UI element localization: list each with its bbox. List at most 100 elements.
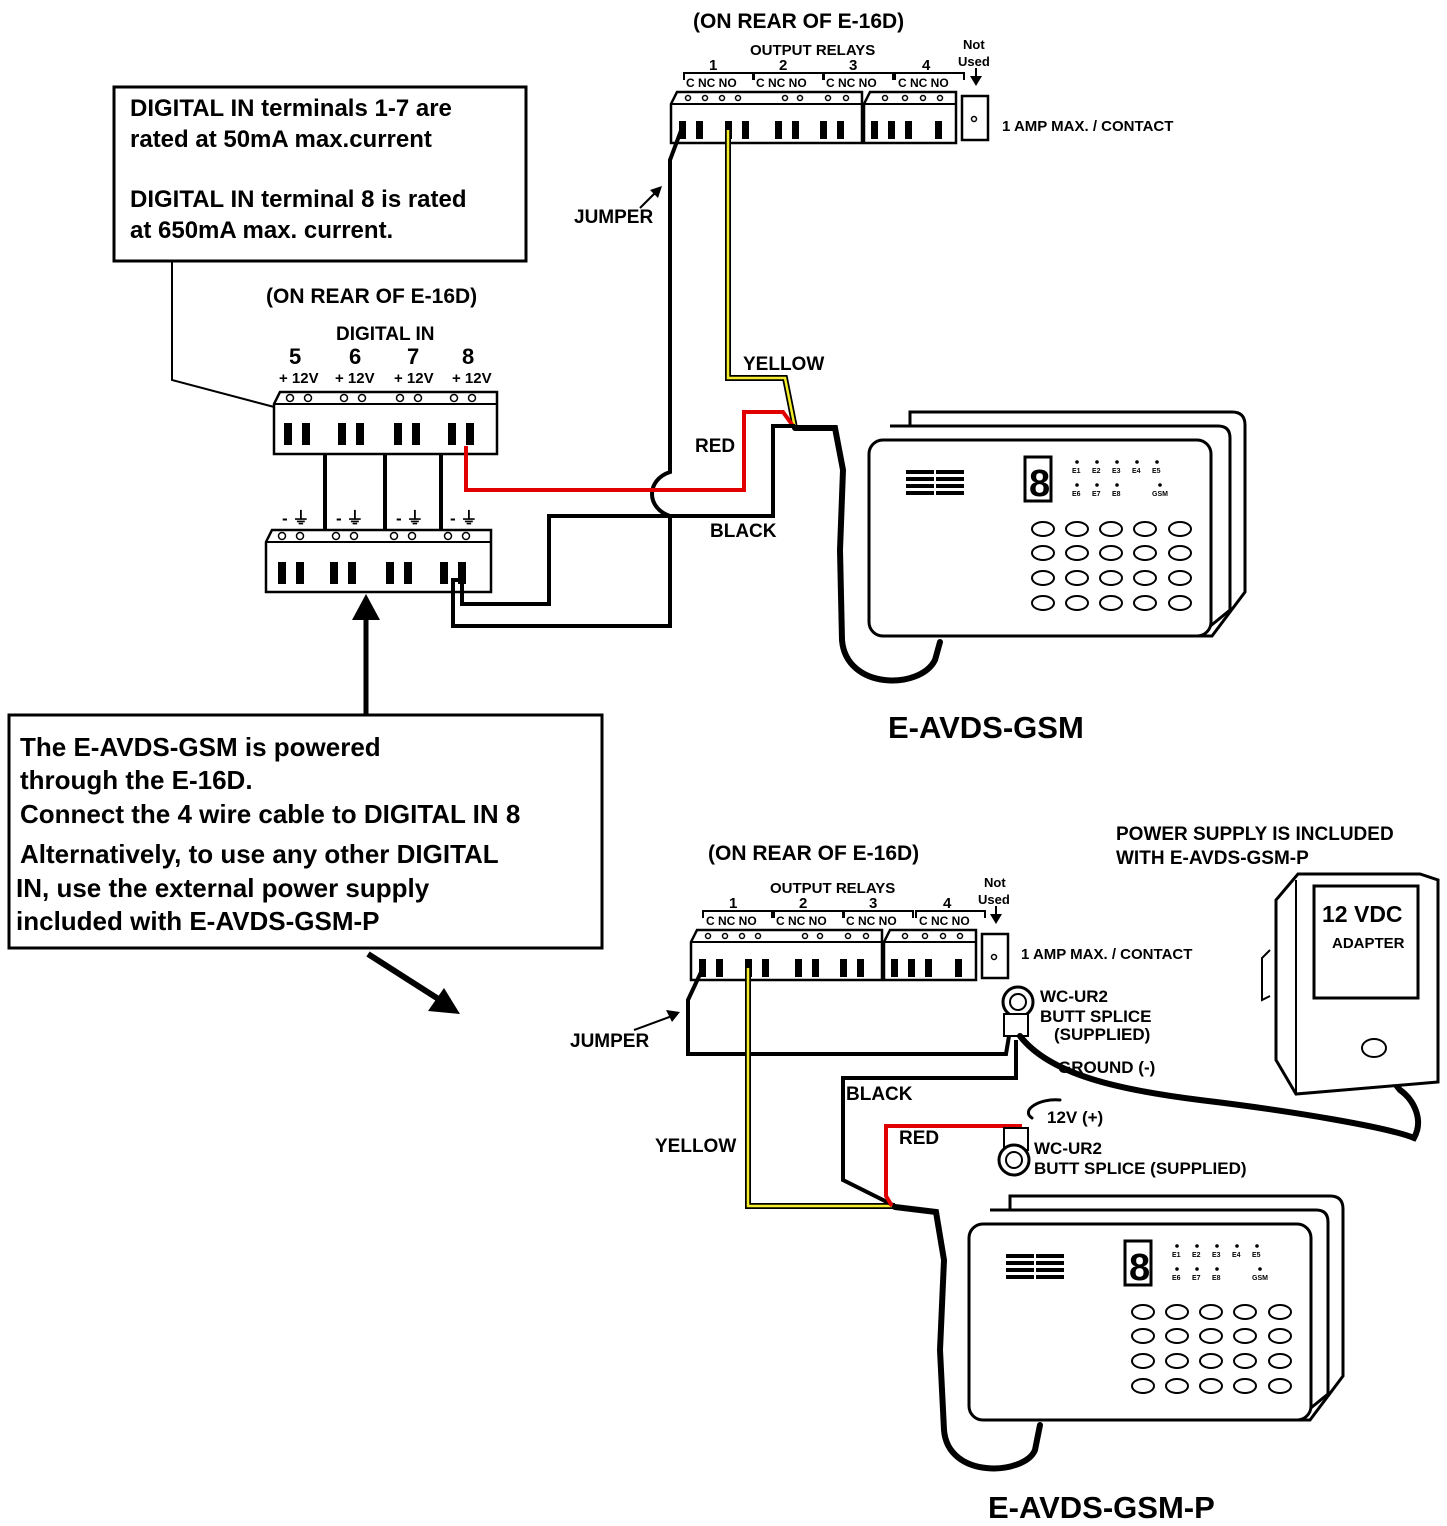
ground-cable	[1017, 1033, 1421, 1142]
jumper-label-top: JUMPER	[574, 207, 653, 228]
butt-splice-lower	[997, 1127, 1031, 1177]
digit-readout: 8	[1029, 463, 1050, 505]
digital-in-pin-labels: + 12V + 12V + 12V + 12V	[279, 370, 492, 387]
relay-contact-label: C NC NO	[919, 914, 970, 928]
power-supply-note: POWER SUPPLY IS INCLUDED	[1116, 824, 1394, 845]
led-label: E6	[1072, 491, 1081, 498]
note-leader-line	[171, 261, 279, 409]
black-label-bottom: BLACK	[846, 1084, 913, 1105]
power-line: Connect the 4 wire cable to DIGITAL IN 8	[20, 799, 520, 829]
digital-in-number: 7	[407, 344, 419, 369]
splice-label: WC-UR2	[1034, 1139, 1102, 1158]
relay-number: 2	[799, 895, 807, 912]
digit-readout: 8	[1129, 1247, 1150, 1289]
ground-label: - ⏚	[336, 509, 363, 528]
relay-number: 2	[779, 57, 787, 74]
led-label: E3	[1112, 468, 1121, 475]
status-leds: E1 E2 E3 E4 E5 E6 E7 E8 GSM	[1172, 1244, 1268, 1282]
digital-in-title: DIGITAL IN	[336, 324, 435, 345]
led-label: E8	[1212, 1275, 1221, 1282]
e-avds-gsm-device: 8 E1 E2 E3 E4 E5 E6 E7 E8 GSM	[867, 410, 1247, 638]
device-name-bottom: E-AVDS-GSM-P	[988, 1490, 1215, 1525]
jumper-wire-bottom	[686, 969, 1012, 1056]
red-label-bottom: RED	[899, 1128, 939, 1149]
not-used-arrow	[970, 76, 982, 86]
led-label: E4	[1232, 1252, 1241, 1259]
ground-terminal-block	[264, 528, 493, 594]
butt-splice-upper	[1001, 985, 1035, 1037]
relay-number: 4	[922, 57, 931, 74]
digital-in-numbers: 5 6 7 8	[289, 344, 474, 369]
plus12-label: 12V (+)	[1047, 1108, 1103, 1127]
not-used-label: Used	[978, 892, 1010, 907]
relay-contact-label: C NC NO	[686, 76, 737, 90]
led-label: E7	[1192, 1275, 1201, 1282]
note-line: rated at 50mA max.current	[130, 126, 432, 153]
red-label-top: RED	[695, 436, 735, 457]
adapter-voltage: 12 VDC	[1322, 901, 1403, 927]
black-label-top: BLACK	[710, 521, 777, 542]
relay-contact-label: C NC NO	[706, 914, 757, 928]
rear-label-relays-bottom: (ON REAR OF E-16D)	[708, 842, 919, 865]
plus-cable-stub	[1027, 1098, 1062, 1120]
ground-label: - ⏚	[450, 509, 477, 528]
relay-contact-label: C NC NO	[826, 76, 877, 90]
relays-title-top: OUTPUT RELAYS	[750, 42, 875, 59]
speaker-grille	[1006, 1252, 1064, 1280]
up-arrow-head	[352, 594, 380, 620]
splice-label: BUTT SPLICE	[1040, 1007, 1151, 1026]
led-label: E1	[1072, 468, 1081, 475]
splice-label: WC-UR2	[1040, 987, 1108, 1006]
power-adapter: 12 VDC ADAPTER	[1261, 872, 1440, 1096]
pin-label: + 12V	[335, 370, 375, 387]
led-label: E1	[1172, 1252, 1181, 1259]
contact-rating-bottom: 1 AMP MAX. / CONTACT	[1021, 946, 1192, 963]
relay-contact-label: C NC NO	[756, 76, 807, 90]
led-label: E7	[1092, 491, 1101, 498]
down-arrow-line	[366, 951, 442, 1003]
jumper-wire-top	[451, 127, 684, 628]
status-leds: E1 E2 E3 E4 E5 E6 E7 E8 GSM	[1072, 460, 1168, 498]
not-used-label: Not	[963, 37, 985, 52]
relay-terminal-block-bottom	[689, 928, 1010, 982]
digital-in-terminal-block	[272, 390, 499, 456]
contact-rating-top: 1 AMP MAX. / CONTACT	[1002, 118, 1173, 135]
power-instructions-box: The E-AVDS-GSM is powered through the E-…	[7, 713, 604, 950]
ground-wire-label: GROUND (-)	[1058, 1058, 1155, 1077]
rear-label-relays-top: (ON REAR OF E-16D)	[693, 10, 904, 33]
yellow-label-bottom: YELLOW	[655, 1136, 736, 1157]
power-line: IN, use the external power supply	[16, 873, 430, 903]
note-line: DIGITAL IN terminals 1-7 are	[130, 95, 452, 122]
keypad	[1031, 521, 1192, 611]
ground-label: - ⏚	[396, 509, 423, 528]
power-box-frame	[7, 713, 604, 950]
adapter-label: ADAPTER	[1332, 935, 1405, 952]
relay-number: 1	[729, 895, 737, 912]
digital-in-number: 6	[349, 344, 361, 369]
relay-contacts-bottom: C NC NO C NC NO C NC NO C NC NO	[702, 910, 986, 928]
splice-label: (SUPPLIED)	[1054, 1025, 1150, 1044]
digital-in-number: 8	[462, 344, 474, 369]
relays-title-bottom: OUTPUT RELAYS	[770, 880, 895, 897]
black-wire-top	[460, 424, 795, 606]
led-label: E6	[1172, 1275, 1181, 1282]
rear-label-digital: (ON REAR OF E-16D)	[266, 285, 477, 308]
current-rating-note: DIGITAL IN terminals 1-7 are rated at 50…	[112, 85, 528, 263]
relay-contact-label: C NC NO	[898, 76, 949, 90]
note-box-frame	[112, 85, 528, 263]
black-wire-bottom	[841, 1040, 1018, 1208]
led-label: E2	[1192, 1252, 1201, 1259]
digit-display	[1123, 1239, 1153, 1287]
yellow-label-top: YELLOW	[743, 354, 824, 375]
led-label: E8	[1112, 491, 1121, 498]
pin-label: + 12V	[394, 370, 434, 387]
speaker-grille	[906, 468, 964, 496]
power-line: Alternatively, to use any other DIGITAL	[20, 839, 499, 869]
power-line: through the E-16D.	[20, 765, 253, 795]
power-line: The E-AVDS-GSM is powered	[20, 732, 381, 762]
relay-contact-label: C NC NO	[846, 914, 897, 928]
pin-label: + 12V	[452, 370, 492, 387]
led-label: E5	[1152, 468, 1161, 475]
led-label: E5	[1252, 1252, 1261, 1259]
not-used-arrow	[990, 914, 1002, 924]
